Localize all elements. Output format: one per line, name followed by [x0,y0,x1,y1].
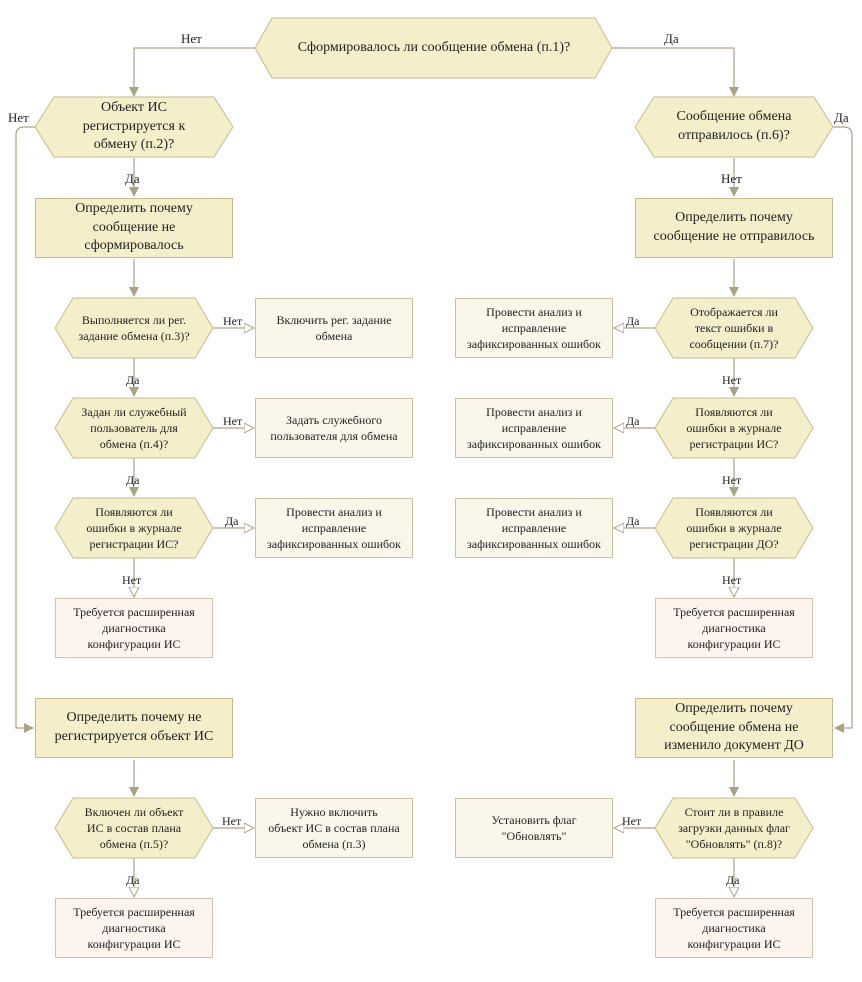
action-analyze-errors-r3: Провести анализ и исправление зафиксиров… [455,498,613,558]
label-q8-no: Нет [622,814,642,828]
action-analyze-errors-r3-text: Провести анализ и исправление зафиксиров… [467,504,601,552]
decision-is-log-errors-right-text: Появляются ли ошибки в журнале регистрац… [686,404,782,452]
action-set-update-flag: Установить флаг "Обновлять" [455,798,613,858]
label-q6-no: Нет [721,171,742,186]
decision-object-registered: Объект ИС регистрируется к обмену (п.2)? [52,97,216,157]
decision-do-log-errors: Появляются ли ошибки в журнале регистрац… [668,498,800,558]
process-why-not-changed-text: Определить почему сообщение обмена не из… [664,700,804,754]
action-enable-scheduled-job-text: Включить рег. задание обмена [276,312,392,343]
action-analyze-errors-left: Провести анализ и исправление зафиксиров… [255,498,413,558]
decision-message-formed-text: Сформировалось ли сообщение обмена (п.1)… [297,39,571,55]
decision-scheduled-job: Выполняется ли рег. задание обмена (п.3)… [68,298,200,358]
action-include-object-text: Нужно включить объект ИС в состав плана … [268,804,400,852]
q6-shape [634,96,834,158]
edge-q1-no [129,47,255,97]
diagnostic-box-2: Требуется расширенная диагностика конфиг… [655,598,813,658]
decision-service-user: Задан ли служебный пользователь для обме… [68,398,200,458]
decision-service-user-text: Задан ли служебный пользователь для обме… [81,404,187,452]
q1-shape [254,17,613,79]
decision-object-in-plan-text: Включен ли объект ИС в состав плана обме… [84,804,184,852]
action-analyze-errors-r1-text: Провести анализ и исправление зафиксиров… [467,304,601,352]
decision-error-text-shown: Отображается ли текст ошибки в сообщении… [668,298,800,358]
decision-is-log-errors-left-text: Появляются ли ошибки в журнале регистрац… [86,504,182,552]
action-include-object: Нужно включить объект ИС в состав плана … [255,798,413,858]
label-ql5-no: Нет [122,573,142,587]
action-set-service-user-text: Задать служебного пользователя для обмен… [270,412,398,443]
process-why-not-registered-text: Определить почему не регистрируется объе… [54,710,214,744]
label-q7-yes: Да [626,314,640,328]
action-analyze-errors-r1: Провести анализ и исправление зафиксиров… [455,298,613,358]
label-q1-no: Нет [181,31,202,46]
diagnostic-box-4-text: Требуется расширенная диагностика конфиг… [673,904,795,952]
ql5-shape [54,497,214,559]
process-why-not-formed-text: Определить почему сообщение не сформиров… [75,200,193,254]
decision-object-in-plan: Включен ли объект ИС в состав плана обме… [68,798,200,858]
q2-shape [34,96,234,158]
decision-do-log-errors-text: Появляются ли ошибки в журнале регистрац… [686,504,782,552]
q8-shape [654,797,814,859]
action-set-service-user: Задать служебного пользователя для обмен… [255,398,413,458]
label-qr2-yes: Да [626,414,640,428]
diagnostic-box-3-text: Требуется расширенная диагностика конфиг… [73,904,195,952]
label-q4-no: Нет [223,414,243,428]
decision-object-registered-text: Объект ИС регистрируется к обмену (п.2)? [82,99,186,153]
label-qr3-no: Нет [722,573,742,587]
decision-scheduled-job-text: Выполняется ли рег. задание обмена (п.3)… [78,312,190,343]
q7-shape [654,297,814,359]
diagnostic-box-1-text: Требуется расширенная диагностика конфиг… [73,604,195,652]
label-q3-yes: Да [126,373,140,387]
label-qr2-no: Нет [722,473,742,487]
decision-message-sent-text: Сообщение обмена отправилось (п.6)? [676,109,792,143]
decision-message-sent: Сообщение обмена отправилось (п.6)? [652,97,816,157]
label-q5-no: Нет [222,814,242,828]
action-analyze-errors-r2-text: Провести анализ и исправление зафиксиров… [467,404,601,452]
decision-message-formed: Сформировалось ли сообщение обмена (п.1)… [258,18,610,78]
label-q6-yes: Да [834,110,849,125]
diagnostic-box-2-text: Требуется расширенная диагностика конфиг… [673,604,795,652]
decision-update-flag: Стоит ли в правиле загрузки данных флаг … [668,798,800,858]
qr2-shape [654,397,814,459]
process-why-not-formed: Определить почему сообщение не сформиров… [35,198,233,258]
decision-error-text-shown-text: Отображается ли текст ошибки в сообщении… [689,304,779,352]
diagnostic-box-4: Требуется расширенная диагностика конфиг… [655,898,813,958]
diagnostic-box-3: Требуется расширенная диагностика конфиг… [55,898,213,958]
decision-update-flag-text: Стоит ли в правиле загрузки данных флаг … [678,804,790,852]
q3-shape [54,297,214,359]
label-q4-yes: Да [126,473,140,487]
action-enable-scheduled-job: Включить рег. задание обмена [255,298,413,358]
edge-q2-no [15,126,35,733]
action-set-update-flag-text: Установить флаг "Обновлять" [491,812,577,843]
label-q5-yes: Да [126,873,140,887]
edge-q1-yes [612,47,739,97]
process-why-not-registered: Определить почему не регистрируется объе… [35,698,233,758]
label-q8-yes: Да [726,873,740,887]
decision-is-log-errors-left: Появляются ли ошибки в журнале регистрац… [68,498,200,558]
action-analyze-errors-left-text: Провести анализ и исправление зафиксиров… [267,504,401,552]
label-q1-yes: Да [664,31,679,46]
action-analyze-errors-r2: Провести анализ и исправление зафиксиров… [455,398,613,458]
diagnostic-box-1: Требуется расширенная диагностика конфиг… [55,598,213,658]
process-why-not-sent-text: Определить почему сообщение не отправило… [653,210,815,244]
label-q7-no: Нет [722,373,742,387]
q5-shape [54,797,214,859]
qr3-shape [654,497,814,559]
edge-q6-yes [833,126,853,733]
decision-is-log-errors-right: Появляются ли ошибки в журнале регистрац… [668,398,800,458]
label-ql5-yes: Да [225,514,239,528]
label-q2-no: Нет [8,110,29,125]
label-q3-no: Нет [223,314,243,328]
process-why-not-sent: Определить почему сообщение не отправило… [635,198,833,258]
process-why-not-changed: Определить почему сообщение обмена не из… [635,698,833,758]
q4-shape [54,397,214,459]
label-q2-yes: Да [125,171,140,186]
label-qr3-yes: Да [626,514,640,528]
